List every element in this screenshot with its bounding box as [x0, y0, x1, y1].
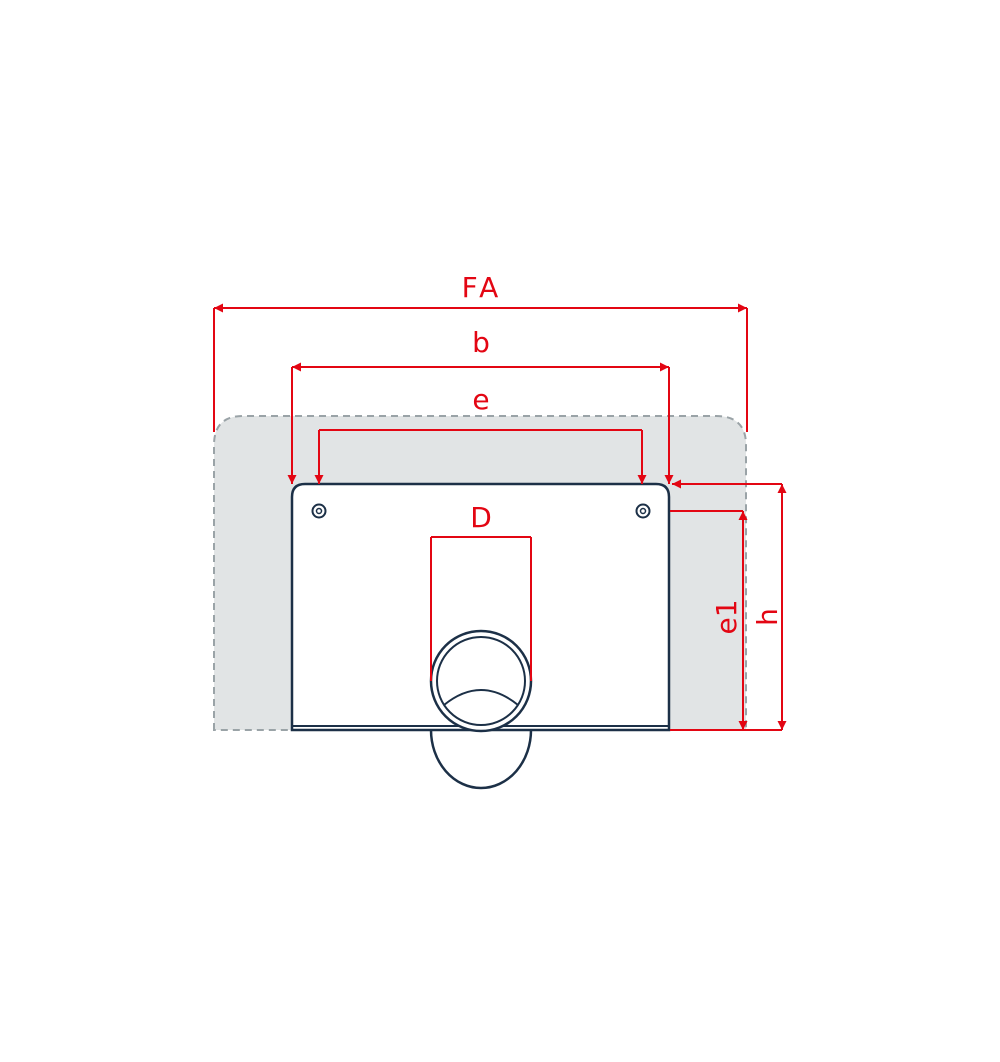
label-e: e	[472, 383, 489, 416]
dim-b	[287, 362, 674, 484]
dim-h	[670, 479, 787, 731]
label-b: b	[472, 326, 490, 359]
dim-D	[430, 536, 532, 681]
mounting-plate	[290, 482, 671, 732]
pipe-section	[429, 629, 533, 733]
label-h: h	[751, 608, 784, 626]
dim-FA	[213, 303, 748, 432]
label-FA: FA	[462, 271, 503, 304]
label-D: D	[470, 501, 492, 534]
label-e1: e1	[710, 599, 743, 634]
dim-e	[314, 429, 647, 484]
dim-e1	[670, 510, 748, 730]
pipe-lower-half	[429, 729, 533, 790]
screw-hole-left	[311, 503, 327, 519]
screw-hole-right	[635, 503, 651, 519]
